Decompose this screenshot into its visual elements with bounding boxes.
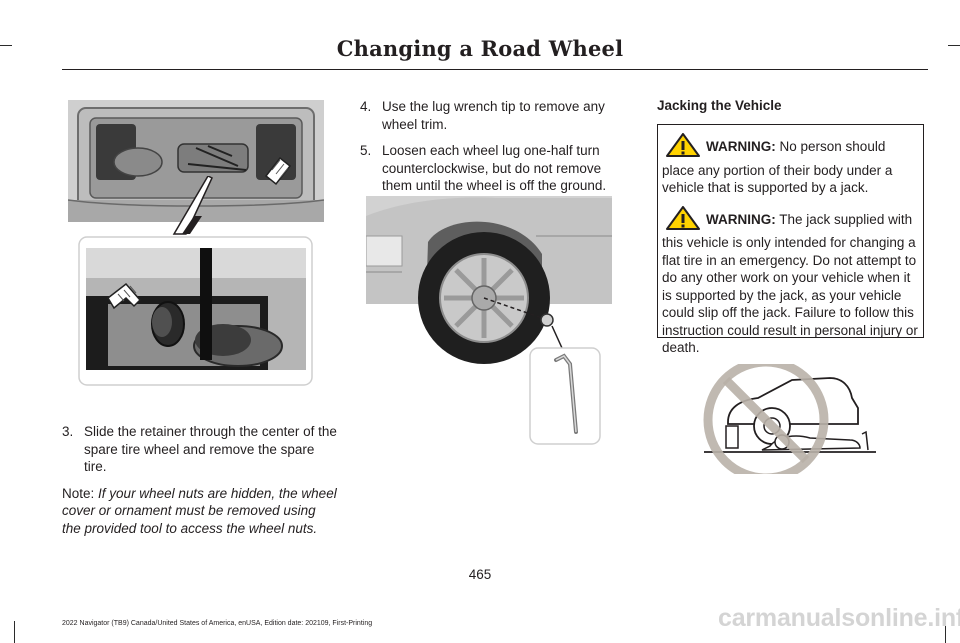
step-5-text: Loosen each wheel lug one-half turn coun… xyxy=(382,143,607,193)
step-3-number: 3. xyxy=(62,424,74,439)
warning-box: WARNING: No person should place any port… xyxy=(657,124,924,355)
crop-mark-top-left xyxy=(0,45,12,46)
page-title: Changing a Road Wheel xyxy=(336,36,624,61)
step-5: 5. Loosen each wheel lug one-half turn c… xyxy=(360,142,624,195)
step-4-number: 4. xyxy=(360,99,372,114)
warning-triangle-icon xyxy=(666,133,700,162)
warning-2-text: The jack supplied with this vehicle is o… xyxy=(662,211,918,356)
figure-cargo-area xyxy=(68,100,324,222)
figure-callout-wedge xyxy=(160,176,220,238)
figure-retainer-detail xyxy=(78,236,313,386)
footer-edition-info: 2022 Navigator (TB9) Canada/United State… xyxy=(62,620,373,627)
note-paragraph: Note: If your wheel nuts are hidden, the… xyxy=(62,485,338,538)
crop-mark-bottom-right xyxy=(945,621,946,643)
left-column-text: 3. Slide the retainer through the center… xyxy=(62,423,338,537)
figure-wheel-lug-wrench xyxy=(366,196,612,448)
note-text: If your wheel nuts are hidden, the wheel… xyxy=(62,485,337,536)
crop-mark-top-right xyxy=(948,45,960,46)
step-3: 3. Slide the retainer through the center… xyxy=(62,423,338,476)
middle-column-text: 4. Use the lug wrench tip to remove any … xyxy=(360,98,624,204)
step-5-number: 5. xyxy=(360,143,372,158)
crop-mark-bottom-left xyxy=(14,621,15,643)
page-number: 465 xyxy=(468,567,492,582)
step-4-text: Use the lug wrench tip to remove any whe… xyxy=(382,99,605,132)
warning-triangle-icon xyxy=(666,205,700,235)
section-title-jacking: Jacking the Vehicle xyxy=(657,98,782,113)
warning-2: WARNING: The jack supplied with this veh… xyxy=(662,205,919,357)
figure-no-person-under-vehicle xyxy=(700,364,880,474)
warning-1: WARNING: No person should place any port… xyxy=(662,133,919,197)
header-rule xyxy=(62,69,928,70)
step-3-text: Slide the retainer through the center of… xyxy=(84,424,337,474)
warning-1-text: No person should place any portion of th… xyxy=(662,139,893,195)
watermark: carmanualsonline.info xyxy=(718,604,960,632)
step-4: 4. Use the lug wrench tip to remove any … xyxy=(360,98,624,133)
note-label: Note: xyxy=(62,485,95,501)
warning-2-label: WARNING: xyxy=(706,211,776,227)
warning-1-label: WARNING: xyxy=(706,139,776,154)
